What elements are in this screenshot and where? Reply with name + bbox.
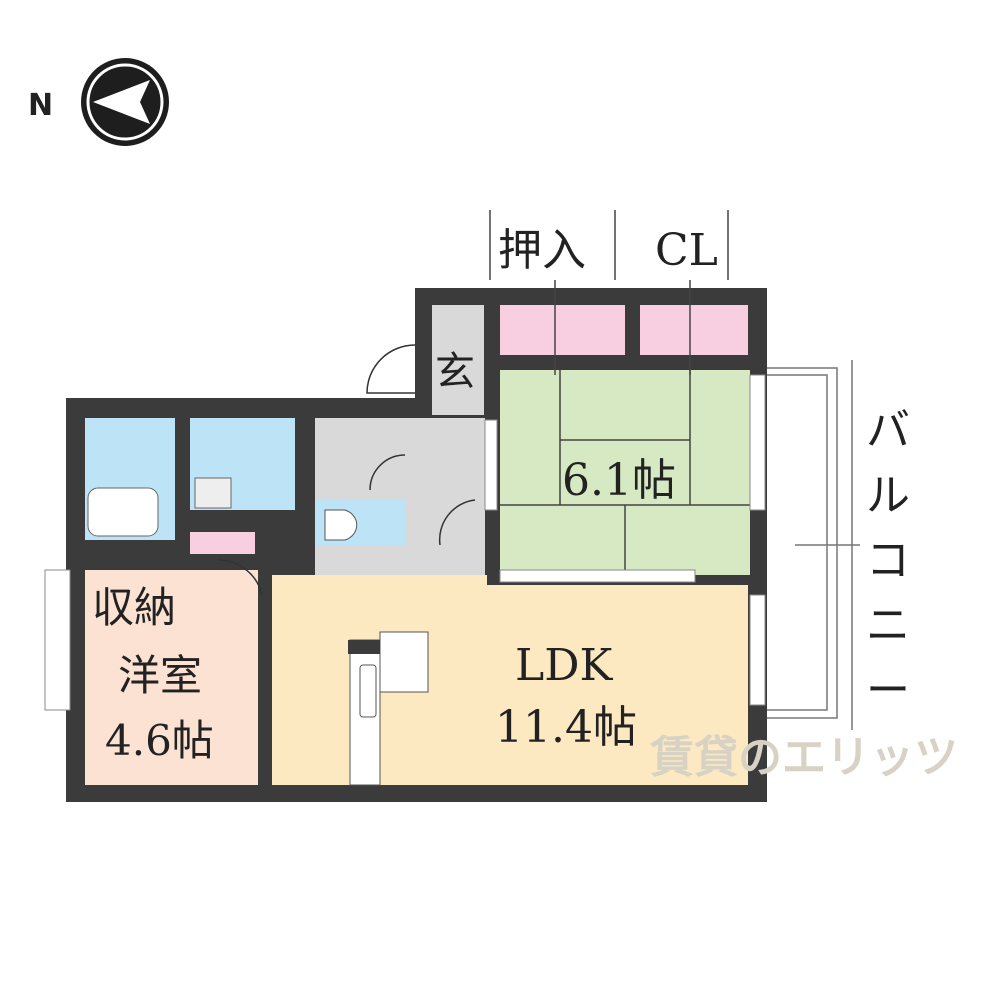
entrance-label: 玄 — [435, 349, 475, 395]
ldk-name: LDK — [515, 640, 613, 691]
door-swings — [217, 344, 476, 596]
western-room-size: 4.6帖 — [105, 716, 214, 765]
window — [749, 374, 766, 511]
north-arrow-icon — [81, 58, 169, 146]
sliding-door — [499, 569, 696, 583]
sliding-door — [484, 419, 498, 511]
window — [44, 569, 71, 711]
western-room-name: 洋室 — [118, 651, 202, 700]
cl-closet — [640, 305, 748, 355]
svg-text:コ: コ — [866, 535, 910, 586]
closet-label: CL — [655, 225, 718, 276]
balcony-outline — [764, 360, 860, 730]
toilet-icon — [324, 509, 358, 541]
window — [749, 594, 766, 706]
closet-leader-lines — [489, 210, 729, 375]
japanese-room-size: 6.1帖 — [562, 455, 676, 506]
watermark-logo: 賃貸のエリッツ — [649, 732, 958, 783]
kitchen-sink-icon — [359, 664, 377, 718]
bathtub-icon — [87, 487, 159, 537]
oshiire-closet — [500, 305, 625, 355]
western-room — [85, 570, 258, 785]
balcony-label: バ ル コ ニ ー — [866, 405, 910, 716]
svg-text:ー: ー — [866, 665, 910, 716]
storage-label: 収納 — [92, 583, 176, 632]
sink-icon — [194, 477, 232, 509]
tatami-lines — [500, 370, 750, 575]
svg-text:ル: ル — [866, 470, 910, 521]
oshiire-label: 押入 — [498, 225, 586, 276]
svg-text:バ: バ — [866, 405, 910, 456]
storage-closet — [190, 532, 255, 554]
hallway — [315, 418, 485, 575]
ldk-size: 11.4帖 — [495, 702, 637, 753]
entrance-area — [432, 305, 484, 415]
north-label: N — [28, 88, 53, 123]
svg-text:ニ: ニ — [866, 600, 910, 651]
